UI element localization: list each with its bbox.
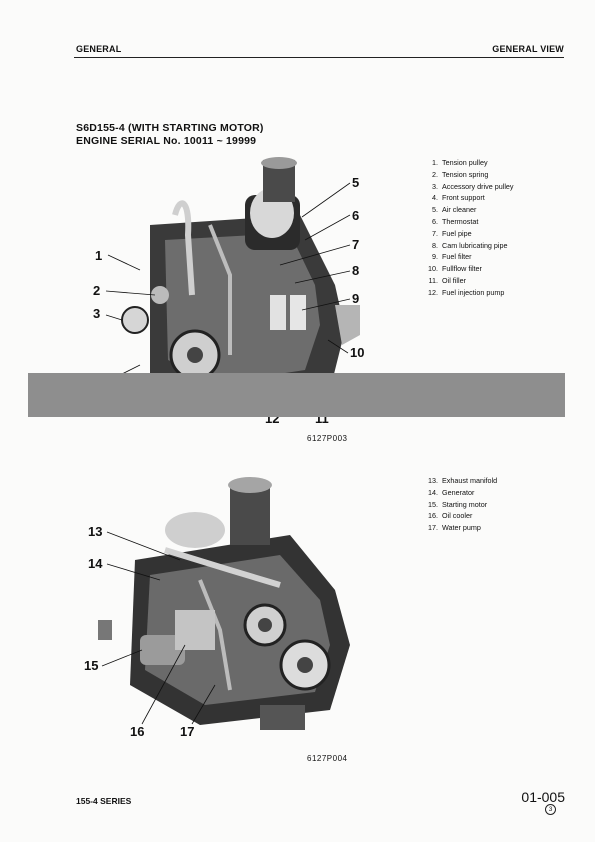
legend-item: 6.Thermostat (432, 216, 479, 226)
legend-item: 4.Front support (432, 193, 485, 203)
figure2-code: 6127P004 (307, 754, 348, 763)
legend-item: 10.Fullflow filter (428, 264, 482, 274)
legend-item: 5.Air cleaner (432, 205, 477, 215)
callout-7: 7 (352, 237, 359, 252)
engine-illustration (98, 477, 350, 730)
footer-series-label: 155-4 SERIES (76, 796, 132, 806)
legend-item: 16.Oil cooler (428, 511, 473, 521)
callout-13: 13 (88, 524, 102, 539)
engine-illustration (121, 157, 360, 417)
callout-14: 14 (88, 556, 103, 571)
callout-10: 10 (350, 345, 364, 360)
legend-item: 15.Starting motor (428, 499, 488, 509)
header-section-label: GENERAL (76, 44, 122, 54)
scan-gray-band (28, 373, 565, 417)
callout-3: 3 (93, 306, 100, 321)
callout-15: 15 (84, 658, 98, 673)
engine-photo-front-left: 1 2 3 4 5 6 7 8 9 10 12 11 (91, 157, 364, 426)
engine-serial-title: ENGINE SERIAL No. 10011 ~ 19999 (76, 135, 257, 147)
legend-item: 3.Accessory drive pulley (432, 181, 514, 191)
legend-item: 8.Cam lubricating pipe (432, 240, 508, 250)
legend-item: 1.Tension pulley (432, 158, 488, 167)
legend-item: 12.Fuel injection pump (428, 287, 505, 297)
callout-8: 8 (352, 263, 359, 278)
legend-item: 17.Water pump (428, 523, 481, 533)
figure1-code: 6127P003 (307, 434, 348, 443)
callout-16: 16 (130, 724, 144, 739)
figure2-legend: 13.Exhaust manifold 14.Generator 15.Star… (424, 475, 497, 534)
header-page-topic: GENERAL VIEW (492, 44, 564, 54)
legend-item: 13.Exhaust manifold (428, 476, 498, 485)
legend-item: 9.Fuel filter (432, 252, 472, 262)
legend-item: 2.Tension spring (432, 169, 489, 179)
callout-1: 1 (95, 248, 102, 263)
revision-mark: 3 (545, 804, 556, 815)
legend-item: 7.Fuel pipe (432, 228, 472, 238)
callout-6: 6 (352, 208, 359, 223)
engine-model-title: S6D155-4 (WITH STARTING MOTOR) (76, 122, 264, 134)
legend-item: 14.Generator (428, 487, 475, 497)
header-rule (74, 57, 564, 58)
engine-photo-front-right: 13 14 15 16 17 (84, 477, 350, 739)
figure2-leader-lines (101, 531, 216, 725)
callout-5: 5 (352, 175, 359, 190)
figure1-legend: 1.Tension pulley 2.Tension spring 3.Acce… (424, 157, 514, 299)
legend-item: 11.Oil filler (428, 275, 466, 285)
callout-17: 17 (180, 724, 194, 739)
callout-2: 2 (93, 283, 100, 298)
figure2-callouts: 13 14 15 16 17 (84, 524, 194, 739)
page-number: 01-005 (521, 789, 565, 805)
callout-9: 9 (352, 291, 359, 306)
